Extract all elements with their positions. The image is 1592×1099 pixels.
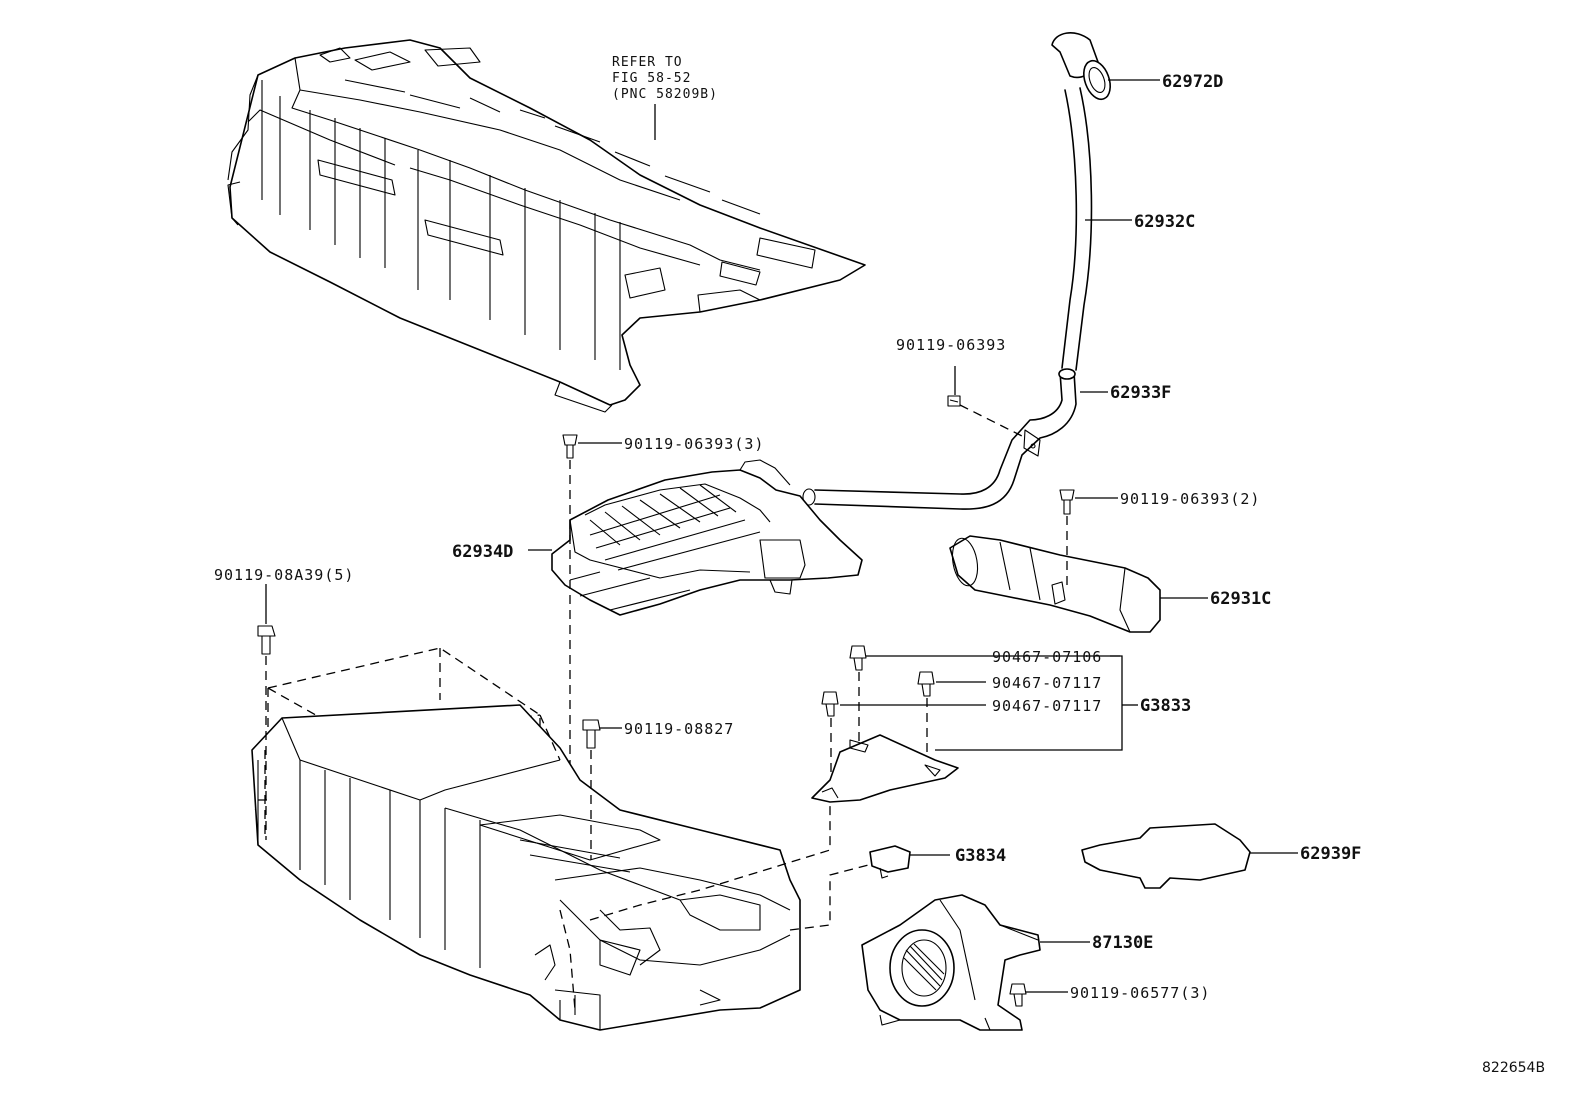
bolt-90119-06577-3 xyxy=(1009,983,1068,1007)
callout-90119-06393-2[interactable]: 90119-06393(2) xyxy=(1120,490,1260,508)
refer-note-line2: FIG 58-52 xyxy=(612,71,691,86)
callout-90119-06577-3[interactable]: 90119-06577(3) xyxy=(1070,984,1210,1002)
callout-90119-08A39-5[interactable]: 90119-08A39(5) xyxy=(214,566,354,584)
battery-intake-duct xyxy=(528,459,863,616)
callout-90467-07117-upper[interactable]: 90467-07117 xyxy=(992,674,1102,692)
hybrid-battery-assembly xyxy=(251,647,881,1031)
callout-87130E[interactable]: 87130E xyxy=(1092,933,1153,953)
callout-90119-08827[interactable]: 90119-08827 xyxy=(624,720,734,738)
blower-87130e xyxy=(861,894,1090,1031)
callout-90467-07117-lower[interactable]: 90467-07117 xyxy=(992,697,1102,715)
figure-id: 822654B xyxy=(1482,1060,1545,1076)
callout-62939F[interactable]: 62939F xyxy=(1300,844,1361,864)
callout-62972D[interactable]: 62972D xyxy=(1162,72,1223,92)
callout-90119-06393-3[interactable]: 90119-06393(3) xyxy=(624,435,764,453)
bolt-90119-08A39-5 xyxy=(257,584,276,840)
callout-62934D[interactable]: 62934D xyxy=(452,542,513,562)
refer-note-line3: (PNC 58209B) xyxy=(612,87,718,102)
callout-62933F[interactable]: 62933F xyxy=(1110,383,1171,403)
callout-62931C[interactable]: 62931C xyxy=(1210,589,1271,609)
bolt-90119-06393 xyxy=(947,366,1027,439)
battery-exhaust-duct xyxy=(949,535,1208,633)
callout-G3833[interactable]: G3833 xyxy=(1140,696,1191,716)
callout-90467-07106[interactable]: 90467-07106 xyxy=(992,648,1102,666)
connector-g3834 xyxy=(869,845,950,879)
callout-62932C[interactable]: 62932C xyxy=(1134,212,1195,232)
bracket-kit-g3833 xyxy=(811,645,1138,803)
bolt-90119-06393-2 xyxy=(1059,489,1118,590)
battery-upper-cover xyxy=(227,39,866,413)
callout-90119-06393[interactable]: 90119-06393 xyxy=(896,336,1006,354)
callout-G3834[interactable]: G3834 xyxy=(955,846,1006,866)
refer-note-line1: REFER TO xyxy=(612,55,683,70)
intake-duct-assembly xyxy=(802,32,1160,510)
bolt-90119-08827 xyxy=(582,719,622,860)
pad-62939f xyxy=(1081,823,1298,889)
